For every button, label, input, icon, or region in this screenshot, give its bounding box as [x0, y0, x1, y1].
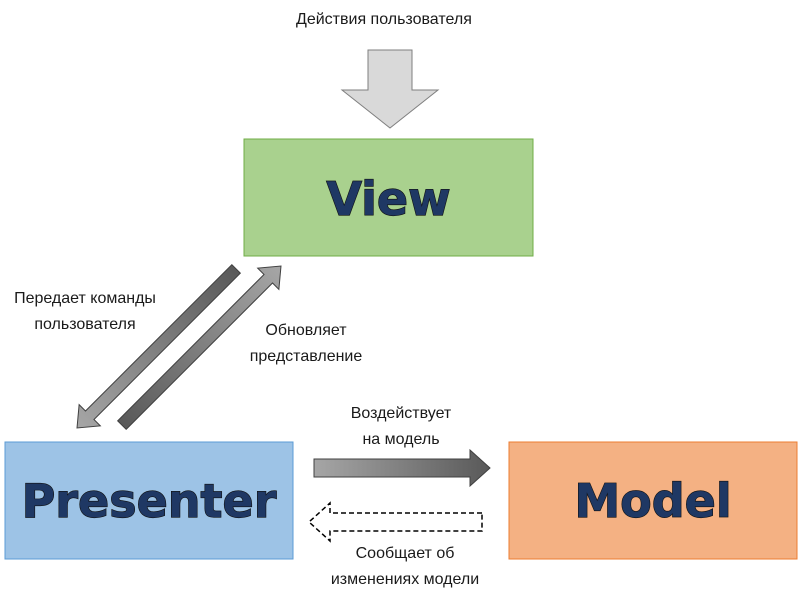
notifies-changes-line-2: изменениях модели [330, 571, 480, 588]
updates-view-line-2: представление [249, 348, 363, 365]
presenter-box [4, 441, 294, 560]
view-box-label: View [326, 172, 450, 226]
view-box [243, 138, 534, 257]
updates-view-caption: Обновляет представление [235, 318, 377, 370]
model-box-label: Model [574, 474, 731, 528]
passes-commands-caption: Передает команды пользователя [0, 286, 170, 338]
acts-on-model-line-2: на модель [362, 431, 440, 448]
acts-on-model-caption: Воздействует на модель [336, 401, 466, 453]
acts-on-model-line-1: Воздействует [350, 405, 452, 422]
notifies-changes-caption: Сообщает об изменениях модели [305, 541, 505, 593]
passes-commands-line-1: Передает команды [14, 290, 156, 307]
user-actions-text: Действия пользователя [296, 11, 472, 28]
user-actions-caption: Действия пользователя [296, 7, 472, 33]
updates-view-line-1: Обновляет [265, 322, 347, 339]
passes-commands-line-2: пользователя [34, 316, 136, 333]
commands-to-presenter-arrow [76, 263, 242, 429]
notifies-changes-line-1: Сообщает об [355, 545, 455, 562]
model-changes-notification-arrow [307, 501, 483, 543]
update-view-arrow [116, 265, 282, 431]
model-box [508, 441, 798, 560]
user-input-arrow [340, 49, 440, 129]
presenter-box-label: Presenter [22, 474, 277, 528]
acts-on-model-arrow [313, 448, 491, 488]
